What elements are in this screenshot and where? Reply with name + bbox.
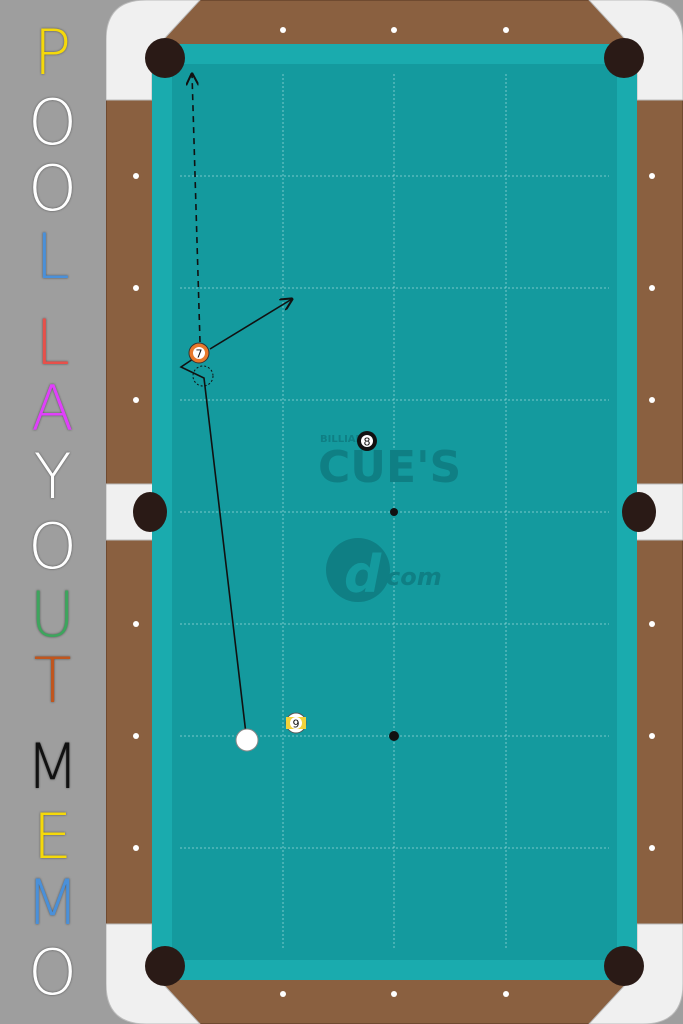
logo-emblem	[326, 538, 390, 602]
cue-ball-path	[179, 354, 247, 735]
pocket-bottom-left	[145, 946, 185, 986]
logo-sub-text: com	[386, 563, 442, 591]
title-letter: E	[32, 800, 73, 873]
title-letter: O	[28, 510, 77, 583]
pocket-top-left	[145, 38, 185, 78]
ball-9[interactable]: 9	[285, 712, 307, 734]
title-letter: M	[25, 866, 80, 939]
ball-9-label: 9	[293, 718, 300, 731]
pocket-side-left	[133, 492, 167, 532]
title-letter: U	[29, 578, 76, 651]
title-letter: L	[35, 306, 70, 379]
logo-watermark: BILLIARD CUE'S d com	[318, 434, 461, 605]
ball-8[interactable]: 8	[357, 431, 377, 451]
title-sidebar: P O O L L A Y O U T M E M O	[0, 0, 105, 1024]
title-letter: O	[28, 86, 77, 159]
center-spot	[390, 508, 398, 516]
object-ball-path-arrow	[192, 74, 201, 343]
ghost-ball	[192, 365, 214, 387]
pocket-side-right	[622, 492, 656, 532]
cue-ball[interactable]	[235, 728, 259, 752]
title-letter: O	[28, 936, 77, 1009]
ball-7[interactable]: 7	[188, 342, 210, 364]
logo-emblem-letter: d	[344, 545, 382, 605]
logo-small-text: BILLIARD	[320, 434, 372, 445]
title-letter: Y	[33, 440, 72, 513]
title-letter: O	[28, 152, 77, 225]
foot-spot	[389, 731, 399, 741]
title-letter: A	[31, 372, 74, 445]
logo-main-text: CUE'S	[318, 442, 461, 493]
ball-7-label: 7	[196, 348, 203, 361]
pool-table[interactable]: BILLIARD CUE'S d com 7 8	[106, 0, 683, 1024]
pocket-top-right	[604, 38, 644, 78]
title-letter: M	[25, 730, 80, 803]
title-letter: T	[33, 644, 72, 717]
rail-diamonds	[133, 27, 655, 997]
title-letter: P	[33, 16, 72, 89]
shot-paths	[179, 74, 292, 735]
cue-deflection-arrow	[209, 299, 292, 350]
felt-grid	[180, 74, 609, 950]
ball-8-label: 8	[364, 436, 371, 449]
pocket-bottom-right	[604, 946, 644, 986]
title-letter: L	[35, 220, 70, 293]
table-canvas[interactable]: BILLIARD CUE'S d com 7 8	[106, 0, 683, 1024]
